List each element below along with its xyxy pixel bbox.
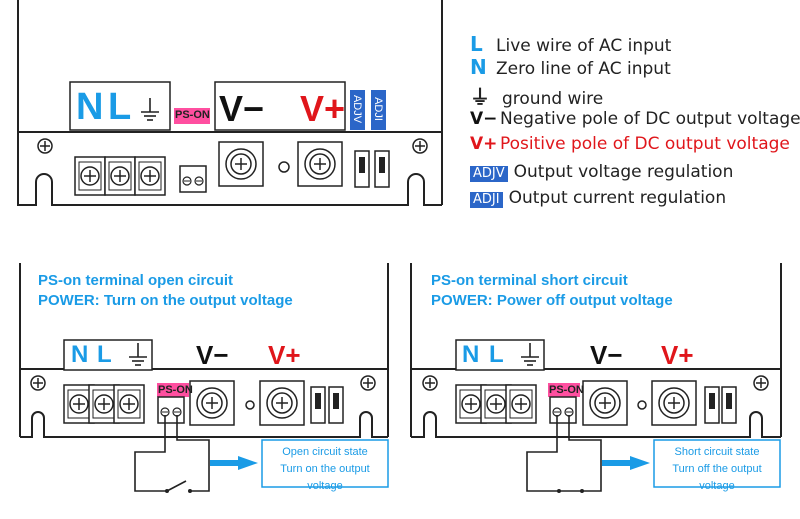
- legend-text: Positive pole of DC output voltage: [500, 134, 790, 154]
- top-n-label: N: [76, 86, 104, 128]
- top-adji-label: ADJI: [372, 97, 384, 121]
- left-callout-line-1: Open circuit state: [282, 446, 368, 458]
- legend-ground: ⏚ ground wire: [470, 81, 603, 110]
- legend-zero-line: N Zero line of AC input: [470, 55, 671, 79]
- legend-key: V+: [470, 134, 498, 154]
- right-ps-on-label: PS-ON: [549, 384, 584, 396]
- right-title-1: PS-on terminal short circuit: [431, 272, 628, 289]
- legend-adjv: ADJV Output voltage regulation: [470, 162, 733, 182]
- legend-text: Live wire of AC input: [496, 36, 672, 56]
- left-callout-line-2: Turn on the output voltage: [280, 463, 370, 492]
- left-v-minus-label: V−: [196, 340, 229, 370]
- legend-text: Output current regulation: [508, 188, 727, 208]
- left-l-label: L: [97, 341, 112, 368]
- legend-text: Zero line of AC input: [496, 59, 671, 79]
- left-callout: Open circuit state Turn on the output vo…: [262, 444, 388, 495]
- right-callout-line-1: Short circuit state: [674, 446, 760, 458]
- right-psu-panel: [410, 263, 782, 493]
- right-title-2: POWER: Power off output voltage: [431, 292, 673, 309]
- top-psu-panel: [17, 0, 443, 206]
- right-v-minus-label: V−: [590, 340, 623, 370]
- legend-text: ground wire: [502, 89, 604, 109]
- left-title-1: PS-on terminal open circuit: [38, 272, 234, 289]
- right-l-label: L: [489, 341, 504, 368]
- right-callout: Short circuit state Turn off the output …: [654, 444, 780, 495]
- ground-icon: ⏚: [470, 85, 490, 109]
- top-adjv-label: ADJV: [351, 94, 363, 124]
- legend-key: N: [470, 55, 487, 79]
- top-v-minus-label: V−: [219, 88, 265, 129]
- left-psu-panel: [19, 263, 389, 493]
- legend-v-plus: V+Positive pole of DC output voltage: [470, 134, 790, 154]
- right-callout-line-2: Turn off the output voltage: [672, 463, 762, 492]
- top-l-label: L: [108, 86, 132, 128]
- legend-live-wire: L Live wire of AC input: [470, 32, 671, 56]
- legend-text: Output voltage regulation: [513, 162, 734, 182]
- legend-adji: ADJI Output current regulation: [470, 188, 726, 208]
- top-v-plus-label: V+: [300, 88, 346, 129]
- adjv-badge: ADJV: [470, 166, 508, 182]
- legend-key: V−: [470, 109, 498, 129]
- left-n-label: N: [71, 341, 89, 368]
- left-ps-on-label: PS-ON: [158, 384, 193, 396]
- left-v-plus-label: V+: [268, 340, 301, 370]
- top-ps-on-label: PS-ON: [175, 109, 210, 121]
- right-v-plus-label: V+: [661, 340, 694, 370]
- right-n-label: N: [462, 341, 480, 368]
- legend-v-minus: V−Negative pole of DC output voltage: [470, 109, 800, 129]
- legend-text: Negative pole of DC output voltage: [500, 109, 800, 129]
- left-title-2: POWER: Turn on the output voltage: [38, 292, 293, 309]
- legend-key: L: [470, 32, 483, 56]
- adji-badge: ADJI: [470, 192, 503, 208]
